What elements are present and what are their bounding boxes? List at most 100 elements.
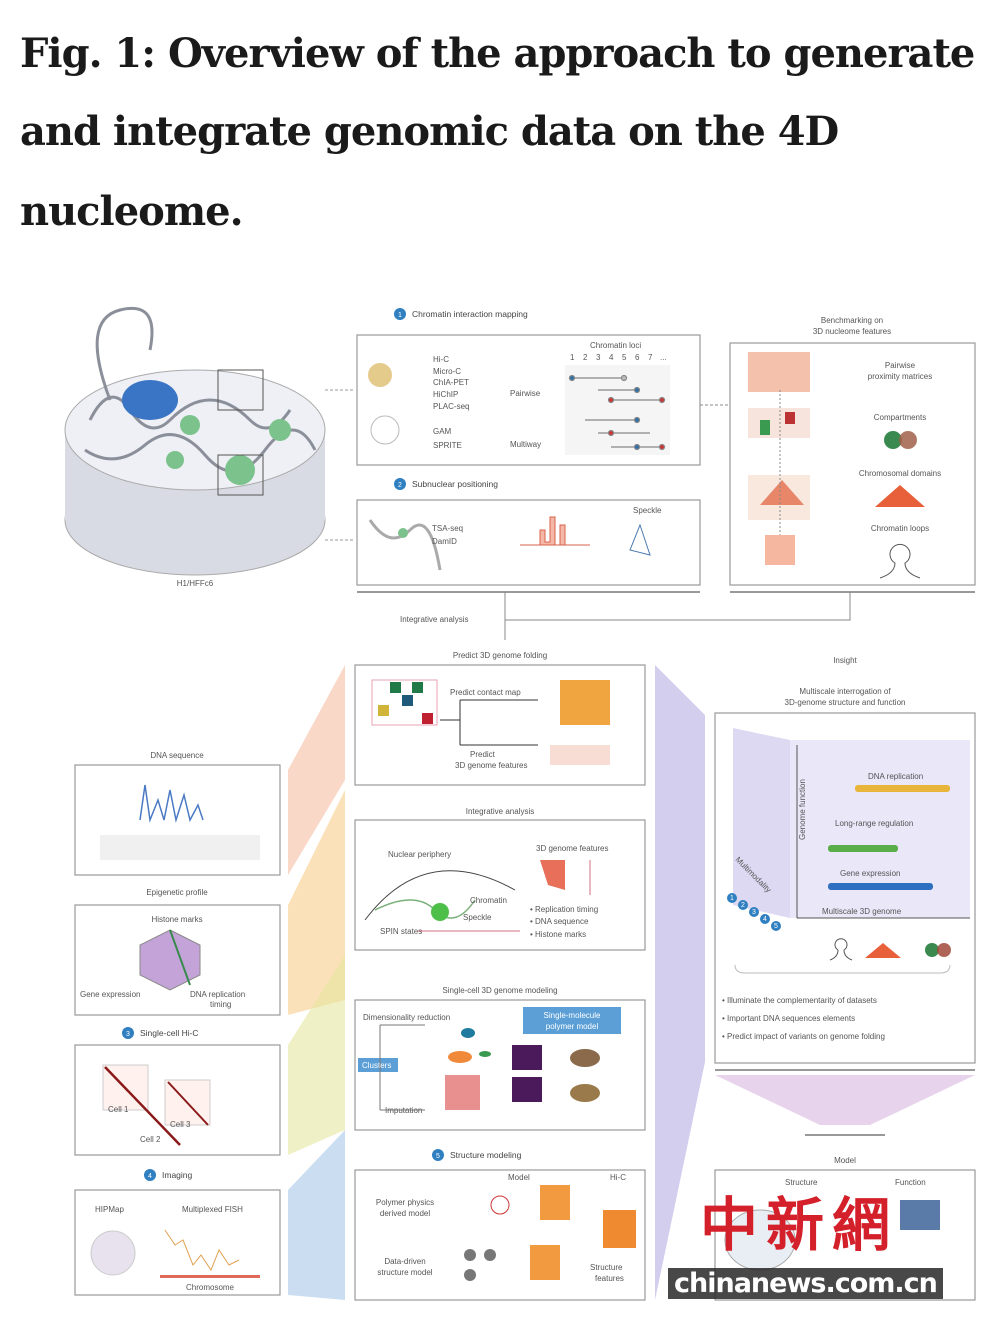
single-molecule-sub: polymer model <box>546 1022 599 1031</box>
svg-text:3: 3 <box>752 909 756 916</box>
benchmark-subtitle: 3D nucleome features <box>813 327 891 336</box>
method-damid: DamID <box>432 537 457 546</box>
feature-loops: Chromatin loops <box>871 524 929 533</box>
single-cell-modeling-title: Single-cell 3D genome modeling <box>442 986 557 995</box>
predict-folding-title: Predict 3D genome folding <box>453 651 547 660</box>
cell-3-label: Cell 3 <box>170 1120 191 1129</box>
svg-text:2: 2 <box>583 353 588 362</box>
svg-text:Hi-C: Hi-C <box>433 355 449 364</box>
svg-text:HiChIP: HiChIP <box>433 390 458 399</box>
feature-pairwise-sub: proximity matrices <box>868 372 932 381</box>
dimensionality-reduction-label: Dimensionality reduction <box>363 1013 450 1022</box>
dna-replication-bar <box>855 785 950 792</box>
section-title-chromatin-mapping: Chromatin interaction mapping <box>412 309 528 319</box>
band-schic <box>288 955 345 1155</box>
feature-histone-marks: • Histone marks <box>530 930 586 939</box>
svg-text:4: 4 <box>763 916 767 923</box>
svg-text:3: 3 <box>596 353 601 362</box>
gene-expression-bar-label: Gene expression <box>840 869 900 878</box>
multiplexed-fish-label: Multiplexed FISH <box>182 1205 243 1214</box>
predict-features-label: Predict <box>470 750 496 759</box>
svg-text:...: ... <box>660 353 667 362</box>
imaging-title: Imaging <box>162 1170 193 1180</box>
loci-interaction-lines <box>568 374 666 451</box>
svg-text:2: 2 <box>741 902 745 909</box>
svg-text:4: 4 <box>609 353 614 362</box>
svg-text:SPRITE: SPRITE <box>433 441 462 450</box>
polymer-model-sub: derived model <box>380 1209 430 1218</box>
multiscale-3d-genome-label: Multiscale 3D genome <box>822 907 902 916</box>
long-range-regulation-bar-label: Long-range regulation <box>835 819 913 828</box>
figure-title-line-3: nucleome. <box>20 188 244 235</box>
dna-replication-sub: timing <box>210 1000 231 1009</box>
model-structure-label: Structure <box>785 1178 818 1187</box>
svg-text:1: 1 <box>570 353 575 362</box>
method-list: Hi-C Micro-C ChIA-PET HiChIP PLAC-seq GA… <box>433 355 469 450</box>
integrative-analysis-panel <box>354 819 646 951</box>
feature-dna-sequence: • DNA sequence <box>530 917 589 926</box>
structure-features-label: Structure <box>590 1263 623 1272</box>
predict-features-sub: 3D genome features <box>455 761 528 770</box>
figure-title-line-2: and integrate genomic data on the 4D <box>20 108 839 155</box>
multiway-label: Multiway <box>510 440 541 449</box>
gene-expression-label: Gene expression <box>80 990 140 999</box>
dna-replication-bar-label: DNA replication <box>868 772 923 781</box>
model-function-label: Function <box>895 1178 926 1187</box>
data-driven-sub: structure model <box>377 1268 432 1277</box>
speckle-label: Speckle <box>463 913 492 922</box>
figure-title-line-1: Fig. 1: Overview of the approach to gene… <box>20 30 975 77</box>
feature-replication-timing: • Replication timing <box>530 905 598 914</box>
band-model <box>715 1075 975 1125</box>
band-dna <box>288 665 345 875</box>
single-molecule-label: Single-molecule <box>544 1011 601 1020</box>
section-title-subnuclear: Subnuclear positioning <box>412 479 498 489</box>
dna-replication-label: DNA replication <box>190 990 245 999</box>
feature-domains: Chromosomal domains <box>859 469 941 478</box>
structure-features-sub: features <box>595 1274 624 1283</box>
band-insight <box>655 665 705 1300</box>
svg-text:5: 5 <box>774 923 778 930</box>
nucleus-illustration: H1/HFFc6 <box>64 307 326 588</box>
feature-pairwise: Pairwise <box>885 361 916 370</box>
svg-text:GAM: GAM <box>433 427 452 436</box>
spin-states-label: SPIN states <box>380 927 422 936</box>
predict-contact-map-label: Predict contact map <box>450 688 521 697</box>
insight-label: Insight <box>833 656 857 665</box>
structure-modeling-panel <box>354 1169 646 1301</box>
hic-label: Hi-C <box>610 1173 626 1182</box>
step-number: 1 <box>398 312 402 319</box>
integrative-analysis-title: Integrative analysis <box>466 807 534 816</box>
pairwise-label: Pairwise <box>510 389 541 398</box>
epigenetic-title: Epigenetic profile <box>146 888 208 897</box>
integrative-analysis-label: Integrative analysis <box>400 615 468 624</box>
cell-1-label: Cell 1 <box>108 1105 129 1114</box>
band-imaging <box>288 1130 345 1300</box>
dna-sequence-title: DNA sequence <box>150 751 204 760</box>
nuclear-periphery-label: Nuclear periphery <box>388 850 451 859</box>
genome-function-axis: Genome function <box>798 779 807 840</box>
svg-text:6: 6 <box>635 353 640 362</box>
benchmark-title: Benchmarking on <box>821 316 883 325</box>
speckle-label: Speckle <box>633 506 662 515</box>
multiscale-title: Multiscale interrogation of <box>799 687 891 696</box>
structure-modeling-title: Structure modeling <box>450 1150 522 1160</box>
step-number: 2 <box>398 482 402 489</box>
histone-marks-label: Histone marks <box>151 915 202 924</box>
cell-2-label: Cell 2 <box>140 1135 161 1144</box>
band-epigenetic <box>288 790 345 1015</box>
chromatin-loci-label: Chromatin loci <box>590 341 641 350</box>
single-cell-hic-title: Single-cell Hi-C <box>140 1028 199 1038</box>
step-number-badge <box>394 308 406 320</box>
clusters-label: Clusters <box>362 1061 391 1070</box>
insight-bullet-1: • Illuminate the complementarity of data… <box>722 996 877 1005</box>
svg-text:PLAC-seq: PLAC-seq <box>433 402 469 411</box>
svg-text:7: 7 <box>648 353 653 362</box>
method-tsa-seq: TSA-seq <box>432 524 463 533</box>
hipmap-label: HIPMap <box>95 1205 124 1214</box>
modality-badges: 1 2 3 4 5 <box>727 893 781 931</box>
model-label: Model <box>508 1173 530 1182</box>
svg-text:5: 5 <box>622 353 627 362</box>
svg-text:ChIA-PET: ChIA-PET <box>433 378 469 387</box>
